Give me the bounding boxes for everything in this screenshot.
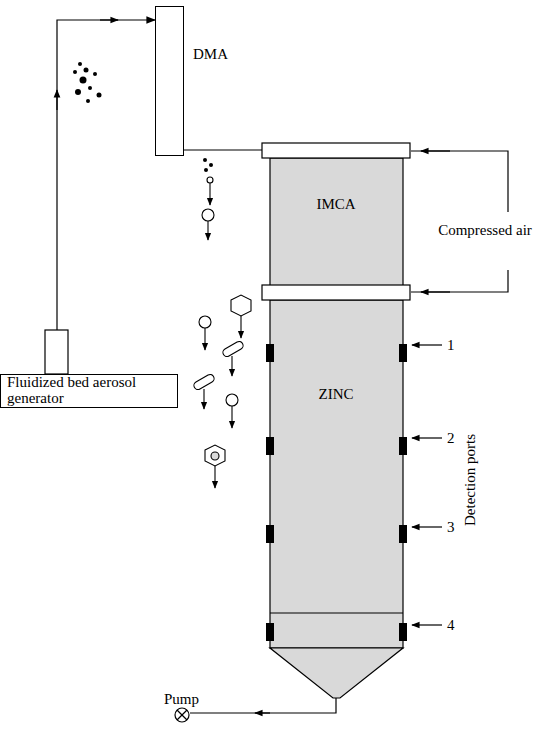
callout-number: 1: [447, 336, 455, 354]
node-label: ZINC: [319, 385, 354, 403]
chamber-section: ZINC: [262, 285, 410, 650]
node-label: DMA: [193, 45, 228, 63]
callout-number: 3: [447, 518, 455, 536]
dma-column: DMA: [155, 6, 184, 156]
callout-number: 4: [447, 616, 455, 634]
flow-line: [57, 20, 155, 374]
node-label: IMCA: [316, 195, 355, 213]
generator-box: Fluidized bed aerosol generator: [0, 374, 178, 408]
callout-number: 2: [447, 429, 455, 447]
part-label: Compressed air: [430, 221, 540, 239]
part-label: Pump: [164, 690, 199, 708]
flow-line: [184, 149, 262, 150]
node-label: Fluidized bed aerosol generator: [1, 375, 143, 407]
chamber-section: IMCA: [262, 143, 410, 287]
axis-label: Detection ports: [461, 434, 479, 526]
